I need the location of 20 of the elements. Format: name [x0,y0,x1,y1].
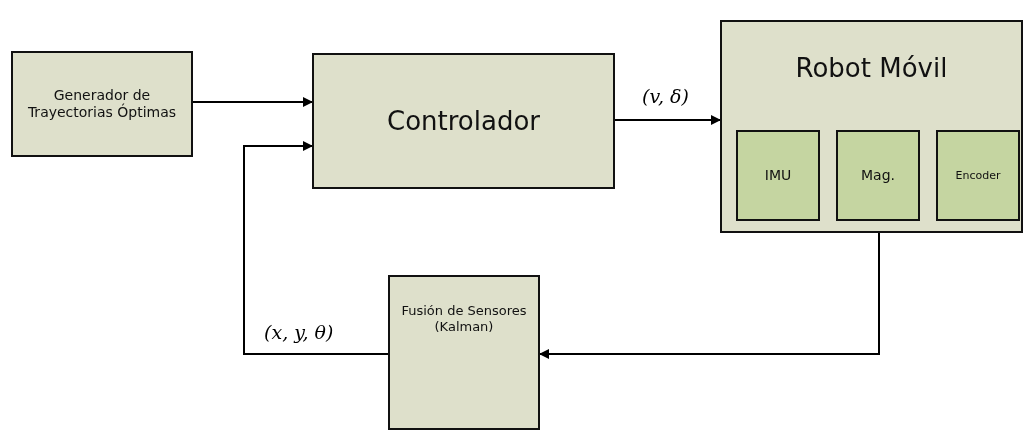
process-box [388,275,540,430]
arrow [192,97,313,107]
block-label: Robot Móvil [794,52,949,85]
process-box [312,53,615,189]
sensor-box [936,130,1020,221]
edge-label: (x, y, θ) [262,322,336,343]
process-box [11,51,193,157]
arrow [539,232,880,359]
sensor-label: IMU [763,166,793,185]
block-label: Fusión de Sensores (Kalman) [400,303,528,336]
block-label: Controlador [386,104,541,138]
sensor-label: Mag. [860,166,896,185]
arrow [614,115,721,125]
sensor-box [736,130,820,221]
edge-label: (v, δ) [640,86,691,107]
sensor-label: Encoder [954,168,1002,183]
block-label: Generador de Trayectorias Óptimas [26,86,178,122]
process-box [720,20,1023,233]
arrow [243,141,389,355]
sensor-box [836,130,920,221]
